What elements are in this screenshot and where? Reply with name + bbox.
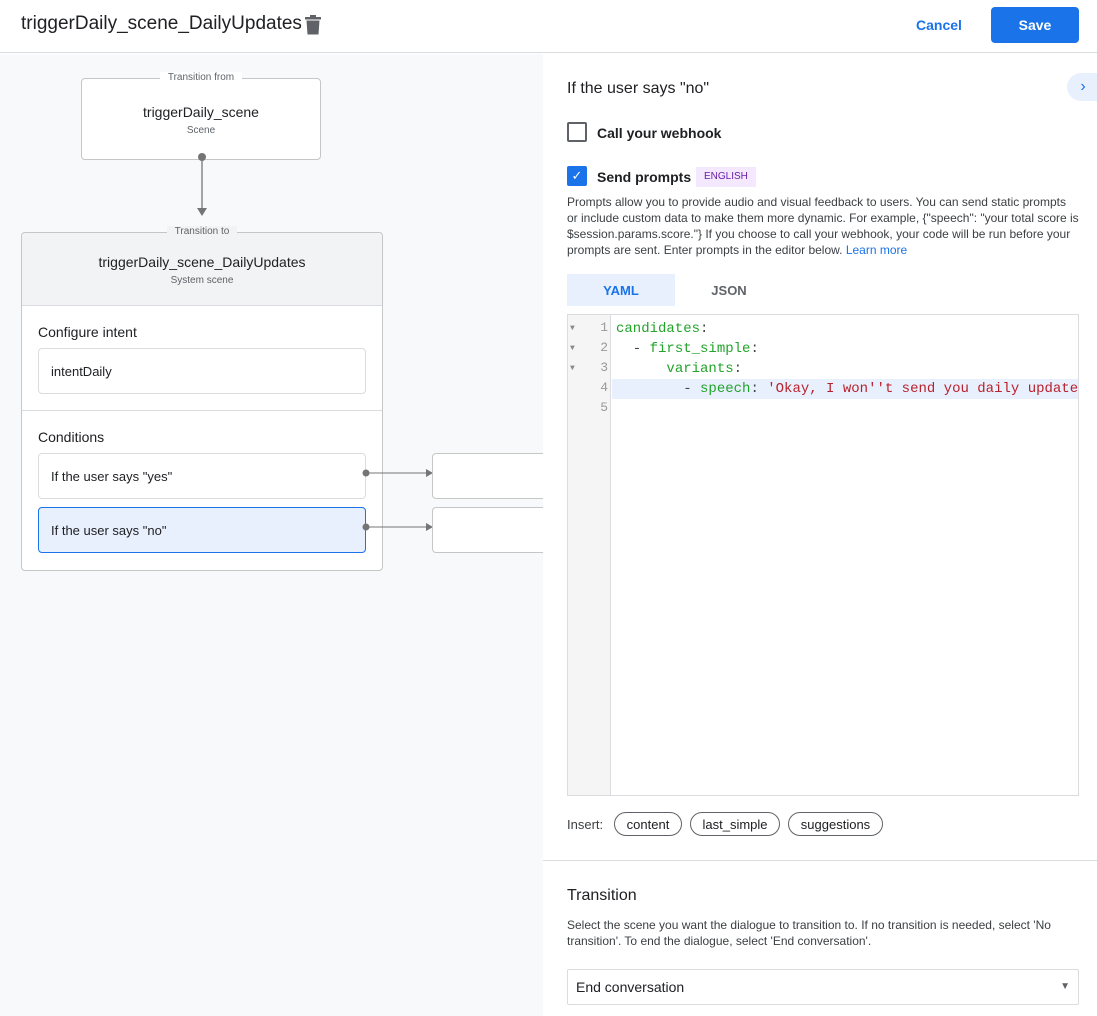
insert-chip-last-simple[interactable]: last_simple bbox=[690, 812, 780, 836]
transition-select-value: End conversation bbox=[576, 979, 685, 995]
line-number: 1 bbox=[600, 320, 608, 335]
line-number: 5 bbox=[600, 400, 608, 415]
tab-yaml[interactable]: YAML bbox=[567, 274, 675, 306]
trash-icon[interactable] bbox=[305, 15, 321, 35]
from-scene-name: triggerDaily_scene bbox=[143, 104, 259, 120]
code-line-2: - first_simple: bbox=[616, 341, 759, 357]
description-text: Prompts allow you to provide audio and v… bbox=[567, 195, 1079, 257]
configure-intent-label: Configure intent bbox=[38, 324, 137, 340]
transition-select[interactable]: End conversation ▼ bbox=[567, 969, 1079, 1005]
insert-chip-content[interactable]: content bbox=[614, 812, 682, 836]
send-prompts-checkbox[interactable]: ✓ bbox=[567, 166, 587, 186]
fold-icon[interactable]: ▼ bbox=[570, 324, 575, 333]
cancel-button[interactable]: Cancel bbox=[903, 7, 975, 43]
tab-json[interactable]: JSON bbox=[711, 282, 747, 298]
no-target-node[interactable] bbox=[432, 507, 543, 553]
save-button[interactable]: Save bbox=[991, 7, 1079, 43]
webhook-checkbox[interactable] bbox=[567, 122, 587, 142]
panel-heading: If the user says "no" bbox=[567, 80, 710, 97]
code-line-3: variants: bbox=[666, 361, 743, 377]
conditions-label: Conditions bbox=[38, 429, 105, 445]
check-icon: ✓ bbox=[571, 168, 583, 183]
scene-title: triggerDaily_scene_DailyUpdates bbox=[21, 13, 302, 34]
fold-icon[interactable]: ▼ bbox=[570, 364, 575, 373]
line-number: 4 bbox=[600, 380, 608, 395]
transition-arrow bbox=[197, 153, 207, 216]
webhook-label: Call your webhook bbox=[597, 125, 722, 141]
condition-yes[interactable]: If the user says "yes" bbox=[38, 453, 366, 499]
header: triggerDaily_scene_DailyUpdates Cancel S… bbox=[0, 0, 1097, 53]
chevron-right-icon[interactable]: › bbox=[1067, 73, 1097, 101]
condition-no[interactable]: If the user says "no" bbox=[38, 507, 366, 553]
insert-label: Insert: bbox=[567, 817, 604, 832]
transition-to-card: Transition to triggerDaily_scene_DailyUp… bbox=[21, 226, 383, 571]
fold-icon[interactable]: ▼ bbox=[570, 344, 575, 353]
code-editor[interactable]: ▼ ▼ ▼ 1 2 3 4 5 candidates: - first_simp… bbox=[567, 314, 1079, 796]
active-line-highlight bbox=[612, 379, 1078, 399]
send-prompts-label: Send prompts bbox=[597, 169, 692, 185]
language-badge: ENGLISH bbox=[696, 167, 756, 187]
prompts-description: Prompts allow you to provide audio and v… bbox=[567, 194, 1079, 258]
transition-to-legend: Transition to bbox=[166, 226, 238, 237]
transition-heading: Transition bbox=[567, 887, 637, 904]
editor-gutter: ▼ ▼ ▼ 1 2 3 4 5 bbox=[568, 315, 611, 795]
intent-item[interactable]: intentDaily bbox=[38, 348, 366, 394]
transition-from-card[interactable]: Transition from triggerDaily_scene Scene bbox=[81, 72, 321, 160]
condition-connectors bbox=[362, 469, 433, 531]
divider bbox=[543, 860, 1097, 861]
details-panel bbox=[543, 54, 1097, 1016]
from-scene-type: Scene bbox=[186, 125, 216, 136]
line-number: 2 bbox=[600, 340, 608, 355]
transition-from-legend: Transition from bbox=[159, 72, 243, 83]
code-line-1: candidates: bbox=[616, 321, 709, 337]
insert-chip-suggestions[interactable]: suggestions bbox=[788, 812, 883, 836]
yes-target-node[interactable] bbox=[432, 453, 543, 499]
code-line-4: - speech: 'Okay, I won''t send you daily… bbox=[616, 381, 1078, 397]
to-scene-type: System scene bbox=[170, 275, 234, 286]
dropdown-arrow-icon: ▼ bbox=[1060, 981, 1070, 992]
flow-canvas: Transition from triggerDaily_scene Scene… bbox=[0, 54, 543, 1016]
learn-more-link[interactable]: Learn more bbox=[845, 243, 908, 257]
line-number: 3 bbox=[600, 360, 608, 375]
transition-description: Select the scene you want the dialogue t… bbox=[567, 918, 1051, 948]
to-scene-name: triggerDaily_scene_DailyUpdates bbox=[98, 254, 306, 270]
